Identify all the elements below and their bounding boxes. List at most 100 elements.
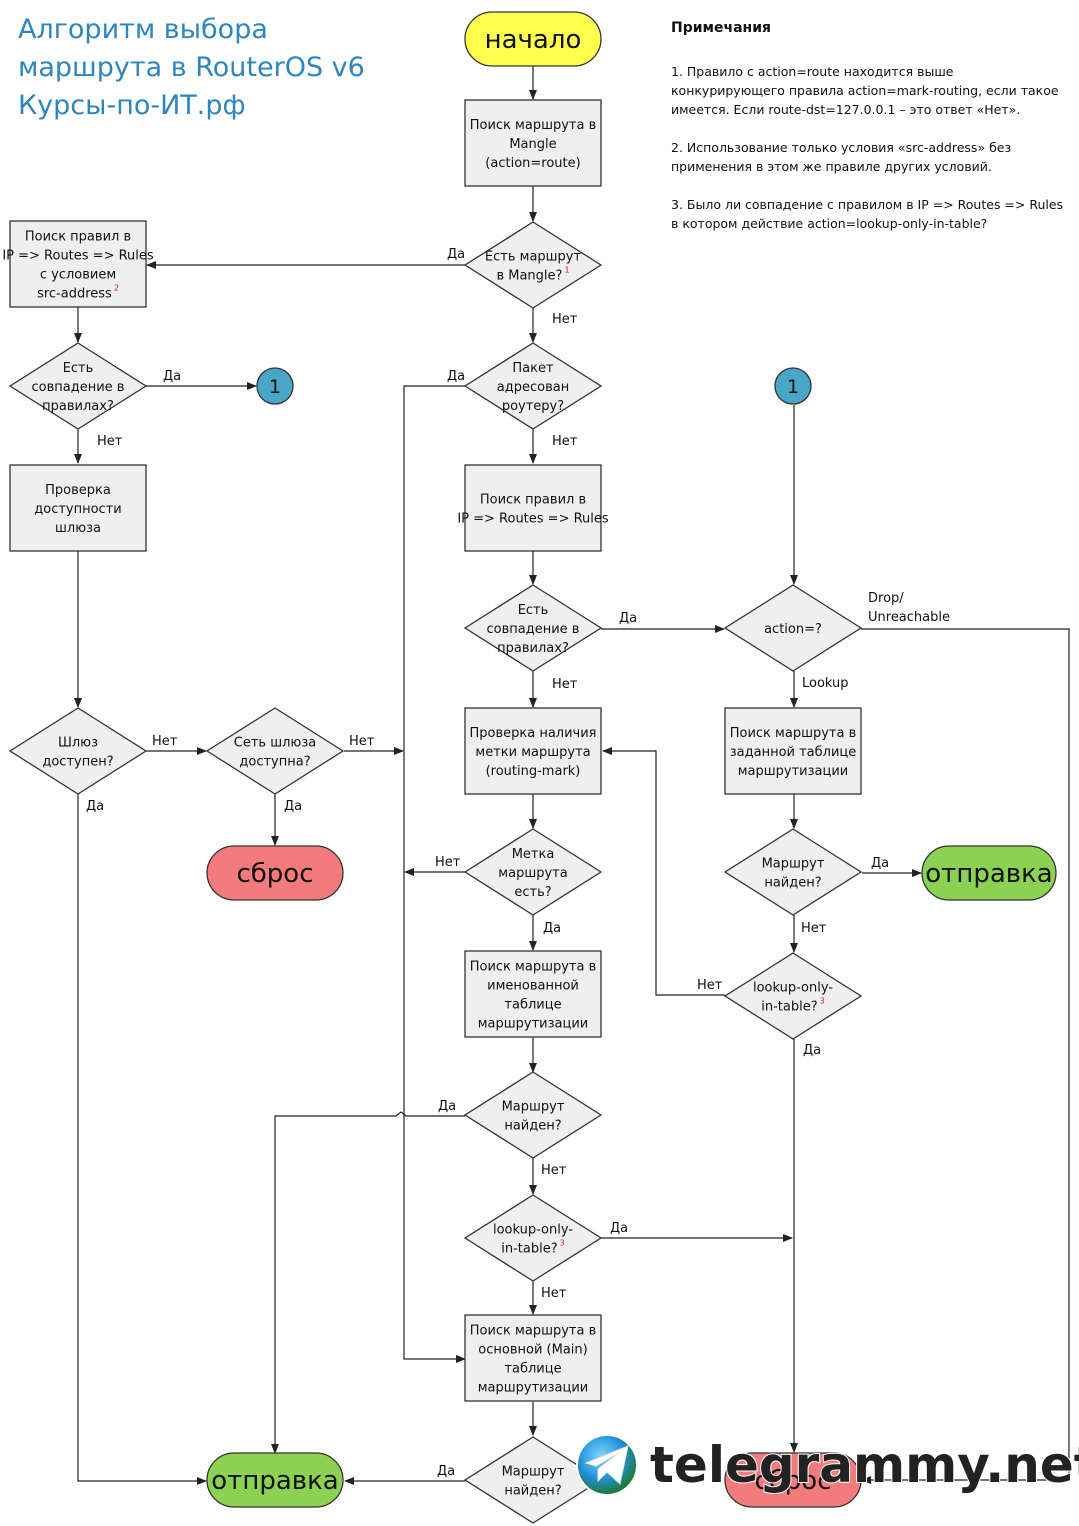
- edge-label: Да: [447, 247, 465, 262]
- node-text: есть?: [514, 885, 551, 900]
- edge-label: Нет: [541, 1163, 567, 1178]
- title-line: маршрута в RouterOS v6: [18, 52, 365, 83]
- edge-label: Да: [543, 921, 561, 936]
- footnote-ref: 2: [114, 284, 119, 293]
- decision-diamond: [723, 828, 863, 916]
- node-text: Поиск маршрута в: [470, 118, 597, 133]
- edge-d_gw-to-send_bottom: [77, 794, 207, 1485]
- node-drop2: сброс: [724, 1452, 862, 1508]
- node-text: Есть: [63, 361, 94, 376]
- node-text: Поиск правил в: [25, 230, 131, 245]
- terminal-pill: [206, 845, 344, 901]
- node-text: адресован: [497, 380, 569, 395]
- decision-diamond: [723, 952, 863, 1040]
- node-d_lookup_right: lookup-only-in-table?3: [723, 952, 863, 1040]
- node-text: Проверка наличия: [469, 726, 596, 741]
- node-text: in-table?3: [761, 997, 824, 1015]
- process-box: [724, 707, 862, 795]
- node-d_src_match: Есть совпадение в правилах?: [8, 342, 148, 430]
- edge-label: Unreachable: [868, 610, 950, 625]
- edge-label: Нет: [435, 855, 461, 870]
- process-box: [9, 464, 147, 552]
- note-line: 1. Правило с action=route находится выше: [671, 64, 954, 79]
- paper-plane-icon: [584, 1445, 629, 1485]
- node-text: сброс: [754, 1466, 831, 1496]
- edge-label: Нет: [801, 921, 827, 936]
- edge-label: Да: [803, 1043, 821, 1058]
- node-text: сброс: [236, 859, 313, 889]
- title-line: Курсы-по-ИТ.рф: [18, 90, 246, 121]
- node-text: именованной: [487, 979, 579, 994]
- edge-label: Да: [619, 611, 637, 626]
- node-text: 1: [787, 376, 799, 398]
- edge-label: Нет: [349, 734, 375, 749]
- node-text: отправка: [211, 1466, 338, 1496]
- watermark: telegrammy.net: [576, 1434, 1079, 1496]
- node-send_bottom: отправка: [206, 1452, 344, 1508]
- node-text: отправка: [925, 859, 1052, 889]
- note-line: конкурирующего правила action=mark-routi…: [671, 83, 1059, 98]
- node-text: правилах?: [42, 399, 114, 414]
- decision-diamond: [463, 584, 603, 672]
- edge-label: Да: [437, 1464, 455, 1479]
- edge-label: Нет: [552, 677, 578, 692]
- node-text: IP => Routes => Rules: [457, 512, 609, 527]
- node-text: доступен?: [42, 755, 113, 770]
- decision-diamond: [205, 707, 345, 795]
- note-line: имеется. Если route-dst=127.0.0.1 – это …: [671, 102, 1020, 117]
- decision-diamond: [463, 1071, 603, 1159]
- node-text: доступна?: [239, 755, 310, 770]
- connector-circle: [774, 367, 812, 405]
- decision-diamond: [463, 221, 603, 309]
- edge-label: Да: [438, 1099, 456, 1114]
- notes-heading: Примечания: [671, 20, 771, 36]
- node-d_action: action=?: [723, 584, 863, 672]
- node-text: совпадение в: [487, 622, 580, 637]
- node-text: Маршрут: [762, 857, 825, 872]
- terminal-pill: [464, 11, 602, 67]
- node-text: lookup-only-: [753, 981, 833, 996]
- decision-diamond: [463, 342, 603, 430]
- node-text: совпадение в: [32, 380, 125, 395]
- edge-label: Drop/: [868, 591, 904, 606]
- process-box: [464, 707, 602, 795]
- node-start: начало: [464, 11, 602, 67]
- edge-label: Да: [284, 799, 302, 814]
- node-text: маршрутизации: [738, 764, 849, 779]
- node-text: таблице: [504, 998, 561, 1013]
- decision-diamond: [463, 1194, 603, 1282]
- edge-label: Да: [610, 1221, 628, 1236]
- node-named_table: Поиск маршрута вименованнойтаблицемаршру…: [464, 950, 602, 1038]
- decision-diamond: [463, 828, 603, 916]
- watermark-text: telegrammy.net: [650, 1436, 1079, 1494]
- process-box: [464, 99, 602, 187]
- node-text: маршрута: [498, 866, 567, 881]
- node-text: in-table?3: [501, 1239, 564, 1257]
- node-text: маршрутизации: [478, 1017, 589, 1032]
- node-conn1_right: 1: [774, 367, 812, 405]
- node-text: Поиск маршрута в: [730, 726, 857, 741]
- node-conn1_left: 1: [256, 367, 294, 405]
- edge-label: Да: [871, 856, 889, 871]
- node-text: найден?: [504, 1119, 561, 1134]
- edge-d_lookup_right-to-mark_check: [602, 747, 725, 996]
- node-text: доступности: [34, 502, 121, 517]
- node-text: найден?: [504, 1484, 561, 1499]
- node-text: шлюза: [55, 521, 101, 536]
- node-text: с условием: [40, 268, 116, 283]
- edge-label: Нет: [552, 312, 578, 327]
- node-text: найден?: [764, 876, 821, 891]
- node-text: основной (Main): [478, 1343, 587, 1358]
- node-text: (action=route): [485, 156, 580, 171]
- decision-diamond: [8, 342, 148, 430]
- node-d_lookup_mid: lookup-only-in-table?3: [463, 1194, 603, 1282]
- node-text: заданной таблице: [730, 745, 857, 760]
